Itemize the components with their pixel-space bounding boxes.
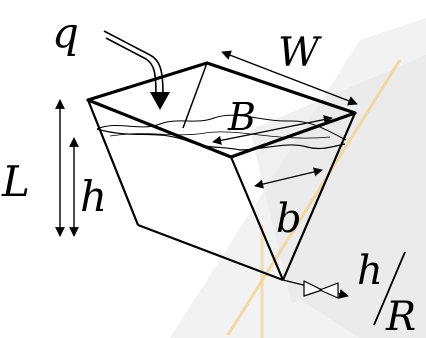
ratio-slash [373,251,406,326]
front-right-edge [229,156,285,281]
bottom-front-edge [137,223,284,282]
water-surface-right [239,143,346,151]
l-label: L [1,157,30,206]
back-edge [182,62,208,129]
w-label: W [278,30,322,76]
inflow-arrow-inner [105,37,157,96]
inflow-arrow-outer [103,30,164,96]
water-surface-front [96,128,241,151]
b-lower-label: b [276,196,302,242]
b-upper-label: B [227,95,256,139]
inflow-arrow-head [150,92,170,110]
tank [55,30,406,326]
b-lower-dimension-arrow [254,167,323,189]
front-left-edge [86,99,140,226]
b-upper-dimension-arrow [212,115,333,145]
right-back-edge [281,112,357,281]
h-label: h [80,172,107,221]
q-label: q [52,8,79,57]
valve-icon [303,280,339,299]
w-dimension-arrow [221,50,358,106]
h-ratio-label: h [357,248,383,294]
r-ratio-label: R [385,294,416,338]
